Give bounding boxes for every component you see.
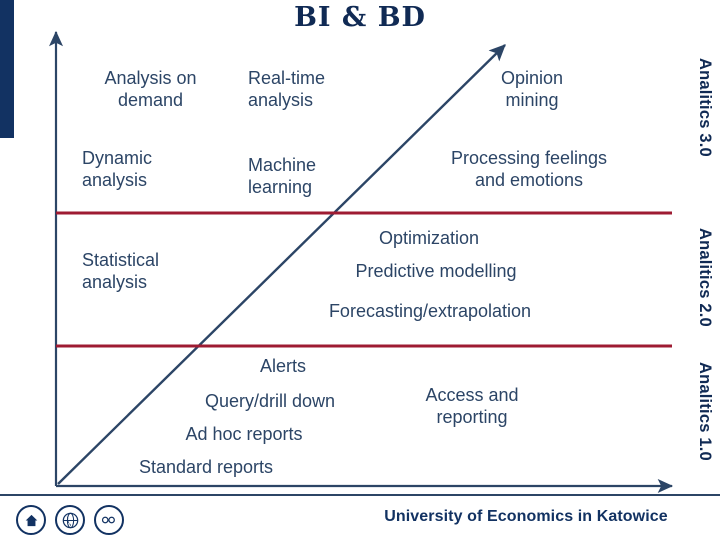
label-machine-learning: Machine learning — [248, 155, 317, 197]
label-ad-hoc-reports: Ad hoc reports — [185, 424, 303, 444]
label-forecasting-extrapolation: Forecasting/extrapolation — [328, 301, 532, 321]
label-opinion-mining: Opinion mining — [500, 68, 564, 110]
stage-label-analitics-1: Analitics 1.0 — [696, 362, 714, 461]
label-query-drill-down: Query/drill down — [204, 391, 336, 411]
footer-icon-group — [16, 505, 124, 535]
label-standard-reports: Standard reports — [138, 457, 274, 477]
home-icon[interactable] — [16, 505, 46, 535]
infinity-icon[interactable] — [94, 505, 124, 535]
label-access-and-reporting: Access and reporting — [425, 385, 519, 427]
label-optimization: Optimization — [378, 228, 480, 248]
label-statistical-analysis: Statistical analysis — [82, 250, 160, 292]
decorative-left-bar — [0, 0, 14, 138]
label-alerts: Alerts — [259, 356, 306, 376]
page-title: BI & BD — [294, 2, 426, 33]
stage-label-analitics-3: Analitics 3.0 — [696, 58, 714, 157]
label-predictive-modelling: Predictive modelling — [355, 261, 517, 281]
footer-organization-name: University of Economics in Katowice — [384, 508, 668, 525]
label-processing-feelings-and-emotions: Processing feelings and emotions — [450, 148, 608, 190]
label-analysis-on-demand: Analysis on demand — [104, 68, 197, 110]
globe-icon[interactable] — [55, 505, 85, 535]
label-dynamic-analysis: Dynamic analysis — [82, 148, 153, 190]
footer-divider — [0, 494, 720, 496]
stage-label-analitics-2: Analitics 2.0 — [696, 228, 714, 327]
label-real-time-analysis: Real-time analysis — [248, 68, 326, 110]
